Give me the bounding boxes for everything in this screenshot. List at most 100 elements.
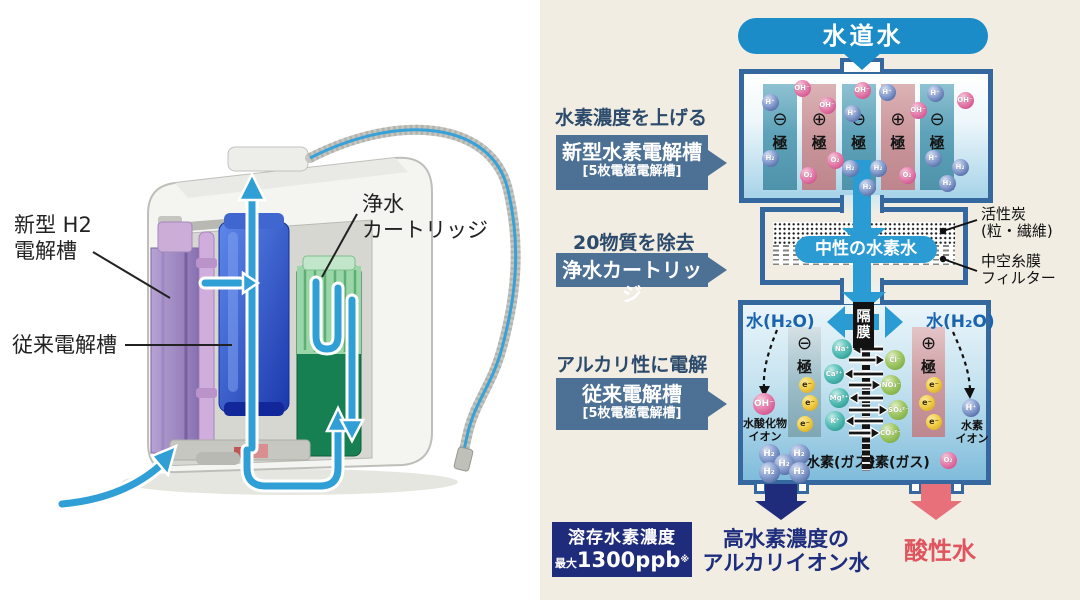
polarity-symbol: ⊖ bbox=[929, 109, 945, 130]
outlet-tab bbox=[909, 481, 922, 494]
device-panel: 新型 H2 電解槽 従来電解槽 浄水 カートリッジ bbox=[12, 124, 521, 508]
step1-box: 新型水素電解槽 [5枚電極電解槽] bbox=[556, 135, 727, 190]
step1-box-title: 新型水素電解槽 bbox=[562, 140, 702, 164]
ion-sphere: OH⁻ bbox=[853, 81, 871, 99]
callout-activated-carbon-line1: 活性炭 bbox=[981, 205, 1027, 223]
flow-arrow-2-stem bbox=[853, 258, 871, 292]
step3-box-sub: [5枚電極電解槽] bbox=[582, 406, 682, 421]
electron-sphere: e⁻ bbox=[919, 395, 935, 411]
callout-activated-carbon-line2: (粒・繊維) bbox=[981, 222, 1053, 240]
label-cartridge-line1: 浄水 bbox=[362, 192, 404, 216]
output-hose bbox=[305, 124, 521, 472]
ion-sphere: H₂ bbox=[841, 159, 859, 177]
step2-box-title: 浄水カートリッジ bbox=[562, 258, 702, 306]
pole-label: 極 bbox=[772, 134, 788, 152]
crossing-ion-sphere: Mg²⁺ bbox=[829, 388, 849, 408]
callout-lines bbox=[92, 213, 358, 346]
crossing-ion-sphere: Cl⁻ bbox=[885, 350, 905, 370]
crossing-ion-sphere: Ca²⁺ bbox=[824, 364, 844, 384]
step3-box-title: 従来電解槽 bbox=[582, 382, 682, 406]
device-illustration bbox=[58, 124, 521, 508]
dissolved-hydrogen-prefix: 最大 bbox=[554, 557, 577, 570]
acid-water-label: 酸性水 bbox=[904, 537, 976, 565]
membrane-label: 隔膜 bbox=[853, 302, 874, 348]
alkaline-water-line1: 高水素濃度の bbox=[723, 527, 849, 551]
callout-hollow-fiber-line1: 中空糸膜 bbox=[981, 252, 1042, 270]
acid-output-arrow-head bbox=[910, 501, 962, 520]
anode-pole-label: 極 bbox=[920, 358, 936, 376]
step3-box-arrow bbox=[708, 391, 727, 417]
anode-symbol: ⊕ bbox=[920, 333, 937, 354]
pole-label: 極 bbox=[851, 134, 867, 152]
label-new-h2-line1: 新型 H2 bbox=[14, 213, 92, 237]
flow-arrowheads bbox=[149, 171, 366, 478]
hydrogen-caption-line1: 水素 bbox=[961, 419, 983, 432]
hydrogen-caption-line2: イオン bbox=[955, 432, 989, 445]
hydrogen-gas-label: 水素(ガス) bbox=[806, 455, 875, 471]
label-new-h2-line2: 電解槽 bbox=[14, 239, 77, 263]
step3-heading: アルカリ性に電解 bbox=[556, 354, 708, 376]
hydroxide-caption-line1: 水酸化物 bbox=[743, 417, 787, 430]
ion-sphere: H₂ bbox=[951, 158, 969, 176]
flow-path bbox=[58, 194, 356, 508]
alkaline-water-label: 高水素濃度の アルカリイオン水 bbox=[698, 527, 874, 575]
flow-diagram-panel: 水道水 水素濃度を上げる 新型水素電解槽 [5枚電極電解槽] 20物質を除去 浄… bbox=[540, 0, 1080, 600]
water-h2o-right: 水(H₂O) bbox=[926, 312, 995, 332]
step3-box: 従来電解槽 [5枚電極電解槽] bbox=[556, 378, 727, 430]
crossing-ion-sphere: CO₃²⁻ bbox=[880, 423, 901, 443]
electron-sphere: e⁻ bbox=[926, 414, 942, 430]
dissolved-hydrogen-number: 1300ppb bbox=[576, 548, 681, 572]
device-spout bbox=[227, 146, 309, 172]
callout-hollow-fiber: 中空糸膜 フィルター bbox=[981, 253, 1056, 287]
membrane-arrow-right bbox=[885, 306, 903, 338]
polarity-symbol: ⊖ bbox=[772, 109, 788, 130]
step1-heading: 水素濃度を上げる bbox=[555, 107, 708, 129]
electron-sphere: e⁻ bbox=[926, 377, 942, 393]
pole-label: 極 bbox=[811, 134, 827, 152]
crossing-ion-sphere: NO₃⁻ bbox=[881, 375, 901, 395]
label-cartridge-line2: カートリッジ bbox=[362, 218, 488, 242]
ion-sphere: O₂ bbox=[826, 151, 844, 169]
step2-heading: 20物質を除去 bbox=[573, 232, 695, 254]
ion-sphere: OH⁻ bbox=[793, 79, 811, 97]
electron-sphere: e⁻ bbox=[797, 416, 813, 432]
hydroxide-ion-caption: 水酸化物 イオン bbox=[736, 417, 794, 443]
step1-box-arrow bbox=[708, 149, 727, 176]
label-cartridge: 浄水 カートリッジ bbox=[362, 191, 488, 243]
ion-sphere: H₂ bbox=[858, 178, 876, 196]
ion-sphere: H₂ bbox=[938, 174, 956, 192]
outlet-tab bbox=[951, 481, 964, 494]
neutral-hydrogen-water-pill: 中性の水素水 bbox=[795, 236, 937, 263]
callout-activated-carbon: 活性炭 (粒・繊維) bbox=[981, 206, 1053, 240]
hydroxide-ion-sphere: OH⁻ bbox=[753, 393, 775, 415]
h2-gas-sphere: H₂ bbox=[758, 461, 780, 483]
tap-water-banner: 水道水 bbox=[738, 18, 988, 54]
cathode-pole-label: 極 bbox=[796, 358, 812, 376]
cathode-symbol: ⊖ bbox=[796, 333, 813, 354]
dissolved-hydrogen-value: 最大1300ppb※ bbox=[552, 548, 692, 576]
electron-sphere: e⁻ bbox=[799, 377, 815, 393]
ion-sphere: H⁺ bbox=[843, 104, 861, 122]
ion-sphere: OH⁻ bbox=[909, 101, 927, 119]
crossing-ion-sphere: K⁺ bbox=[825, 411, 845, 431]
alkaline-water-line2: アルカリイオン水 bbox=[702, 551, 870, 575]
membrane-arrow-left bbox=[827, 306, 845, 338]
dissolved-hydrogen-note: ※ bbox=[680, 555, 690, 565]
pole-label: 極 bbox=[929, 134, 945, 152]
tap-water-banner-tail bbox=[842, 52, 882, 70]
ion-sphere: OH⁻ bbox=[818, 96, 836, 114]
hydroxide-caption-line2: イオン bbox=[748, 430, 782, 443]
ion-sphere: H⁺ bbox=[761, 93, 779, 111]
water-h2o-left: 水(H₂O) bbox=[746, 312, 815, 332]
step2-box-arrow bbox=[708, 257, 727, 283]
ion-sphere: O₂ bbox=[898, 166, 916, 184]
ion-sphere: H⁺ bbox=[924, 149, 942, 167]
label-conventional-tank: 従来電解槽 bbox=[12, 332, 117, 358]
callout-hollow-fiber-line2: フィルター bbox=[981, 269, 1056, 287]
pole-label: 極 bbox=[890, 134, 906, 152]
polarity-symbol: ⊕ bbox=[890, 109, 906, 130]
oxygen-gas-label: 酸素(ガス) bbox=[861, 455, 930, 471]
outlet-tab bbox=[796, 481, 809, 494]
ion-sphere: O₂ bbox=[799, 166, 817, 184]
